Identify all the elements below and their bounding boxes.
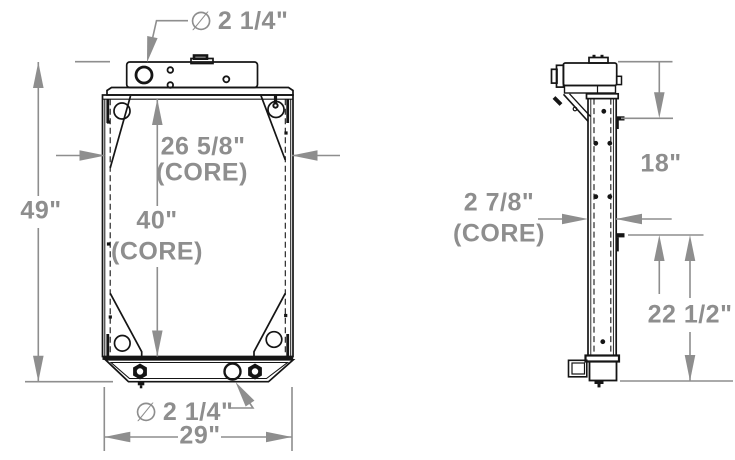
mounting-hole [113, 334, 131, 352]
gusset-line [109, 292, 143, 357]
arrowhead [266, 431, 292, 443]
top-tank-flange [106, 86, 294, 96]
core-top-bar-side [585, 92, 620, 100]
mount-tab-lip [616, 120, 619, 129]
gusset-line [260, 95, 287, 161]
dim-label-bottom-hole: ∅ 2 1/4" [135, 399, 234, 425]
rivet [593, 194, 599, 200]
gusset-line [253, 292, 287, 357]
tank-flange-side [563, 84, 617, 94]
dim-label-upper-span: 18" [640, 149, 682, 178]
front-part-details [102, 95, 294, 389]
arrowhead [147, 35, 158, 63]
dim-label-lower-span: 22 1/2" [647, 300, 733, 329]
bottom-tank-inner [109, 361, 290, 380]
rivet [601, 108, 607, 114]
arrowhead [33, 355, 44, 382]
top-inlet-hole [134, 65, 154, 85]
dim-label-core-height: 40" [136, 206, 178, 235]
dim-label-bottom-width: 29" [179, 421, 221, 450]
arrowhead [562, 213, 588, 225]
dim-label-core-depth: 2 7/8" [463, 188, 535, 217]
mount-pin [273, 95, 278, 104]
outlet-stub-inner [571, 362, 586, 375]
bottom-tank-side [588, 360, 618, 382]
small-hole [222, 75, 231, 84]
rivet [607, 140, 613, 146]
bottom-outlet-hole [223, 362, 242, 381]
arrowhead [654, 92, 665, 119]
rivet [593, 140, 599, 146]
arrowhead [79, 150, 106, 161]
dim-label-core-width: 26 5/8" [160, 132, 246, 161]
rivet [600, 339, 606, 345]
side-arrowheads [562, 92, 696, 381]
bracket-edge [569, 93, 591, 117]
rivet [607, 194, 613, 200]
arrowhead [152, 330, 163, 357]
small-hole [166, 81, 174, 89]
arrowhead [684, 355, 696, 381]
diameter-symbol: ∅ [134, 397, 158, 427]
cap-bolt [592, 54, 596, 58]
arrowhead [291, 150, 318, 161]
tank-tab [615, 75, 623, 86]
arrowhead [654, 235, 665, 261]
arrowhead [104, 431, 131, 443]
rivet [106, 242, 111, 246]
arrowhead [235, 382, 255, 407]
core-bottom-bar [102, 356, 294, 360]
petcock-side [594, 380, 604, 384]
petcock-stem-side [597, 384, 601, 388]
diameter-symbol: ∅ [189, 6, 213, 36]
cap-bolt [600, 54, 604, 58]
side-part-details [592, 54, 625, 388]
petcock-stem [139, 385, 143, 389]
side-view [538, 54, 733, 388]
top-tank-side [562, 62, 618, 87]
dim-value: 2 1/4" [217, 6, 289, 35]
arrowhead [33, 62, 44, 88]
front-arrowheads [33, 35, 318, 443]
mount-tab [616, 116, 625, 121]
rivet [284, 313, 288, 318]
rivet [106, 120, 111, 124]
gusset-line [109, 95, 132, 169]
rivet [284, 131, 288, 135]
filler-cap [190, 57, 214, 65]
dim-label-core-height-note: (CORE) [111, 237, 203, 266]
front-part-outline [101, 54, 296, 383]
mount-tab [616, 233, 625, 238]
petcock [137, 381, 145, 386]
rivet [108, 315, 112, 319]
dim-label-core-width-note: (CORE) [156, 158, 248, 187]
mounting-hole [113, 102, 131, 120]
bracket-foot [552, 96, 563, 106]
inlet-flange [555, 64, 565, 88]
dim-value: 2 1/4" [162, 397, 234, 426]
dim-label-overall-height: 49" [20, 196, 62, 225]
front-view [25, 19, 340, 451]
dim-label-core-depth-note: (CORE) [453, 219, 545, 248]
arrowhead [152, 99, 163, 125]
dim-label-top-hole: ∅ 2 1/4" [190, 8, 289, 34]
outlet-stub [567, 359, 588, 378]
arrowhead [616, 213, 642, 225]
small-hole [166, 66, 174, 74]
arrowhead [684, 235, 696, 261]
bracket-hole [572, 106, 578, 112]
mount-tab-lip [616, 237, 619, 252]
mounting-hole [265, 330, 283, 349]
